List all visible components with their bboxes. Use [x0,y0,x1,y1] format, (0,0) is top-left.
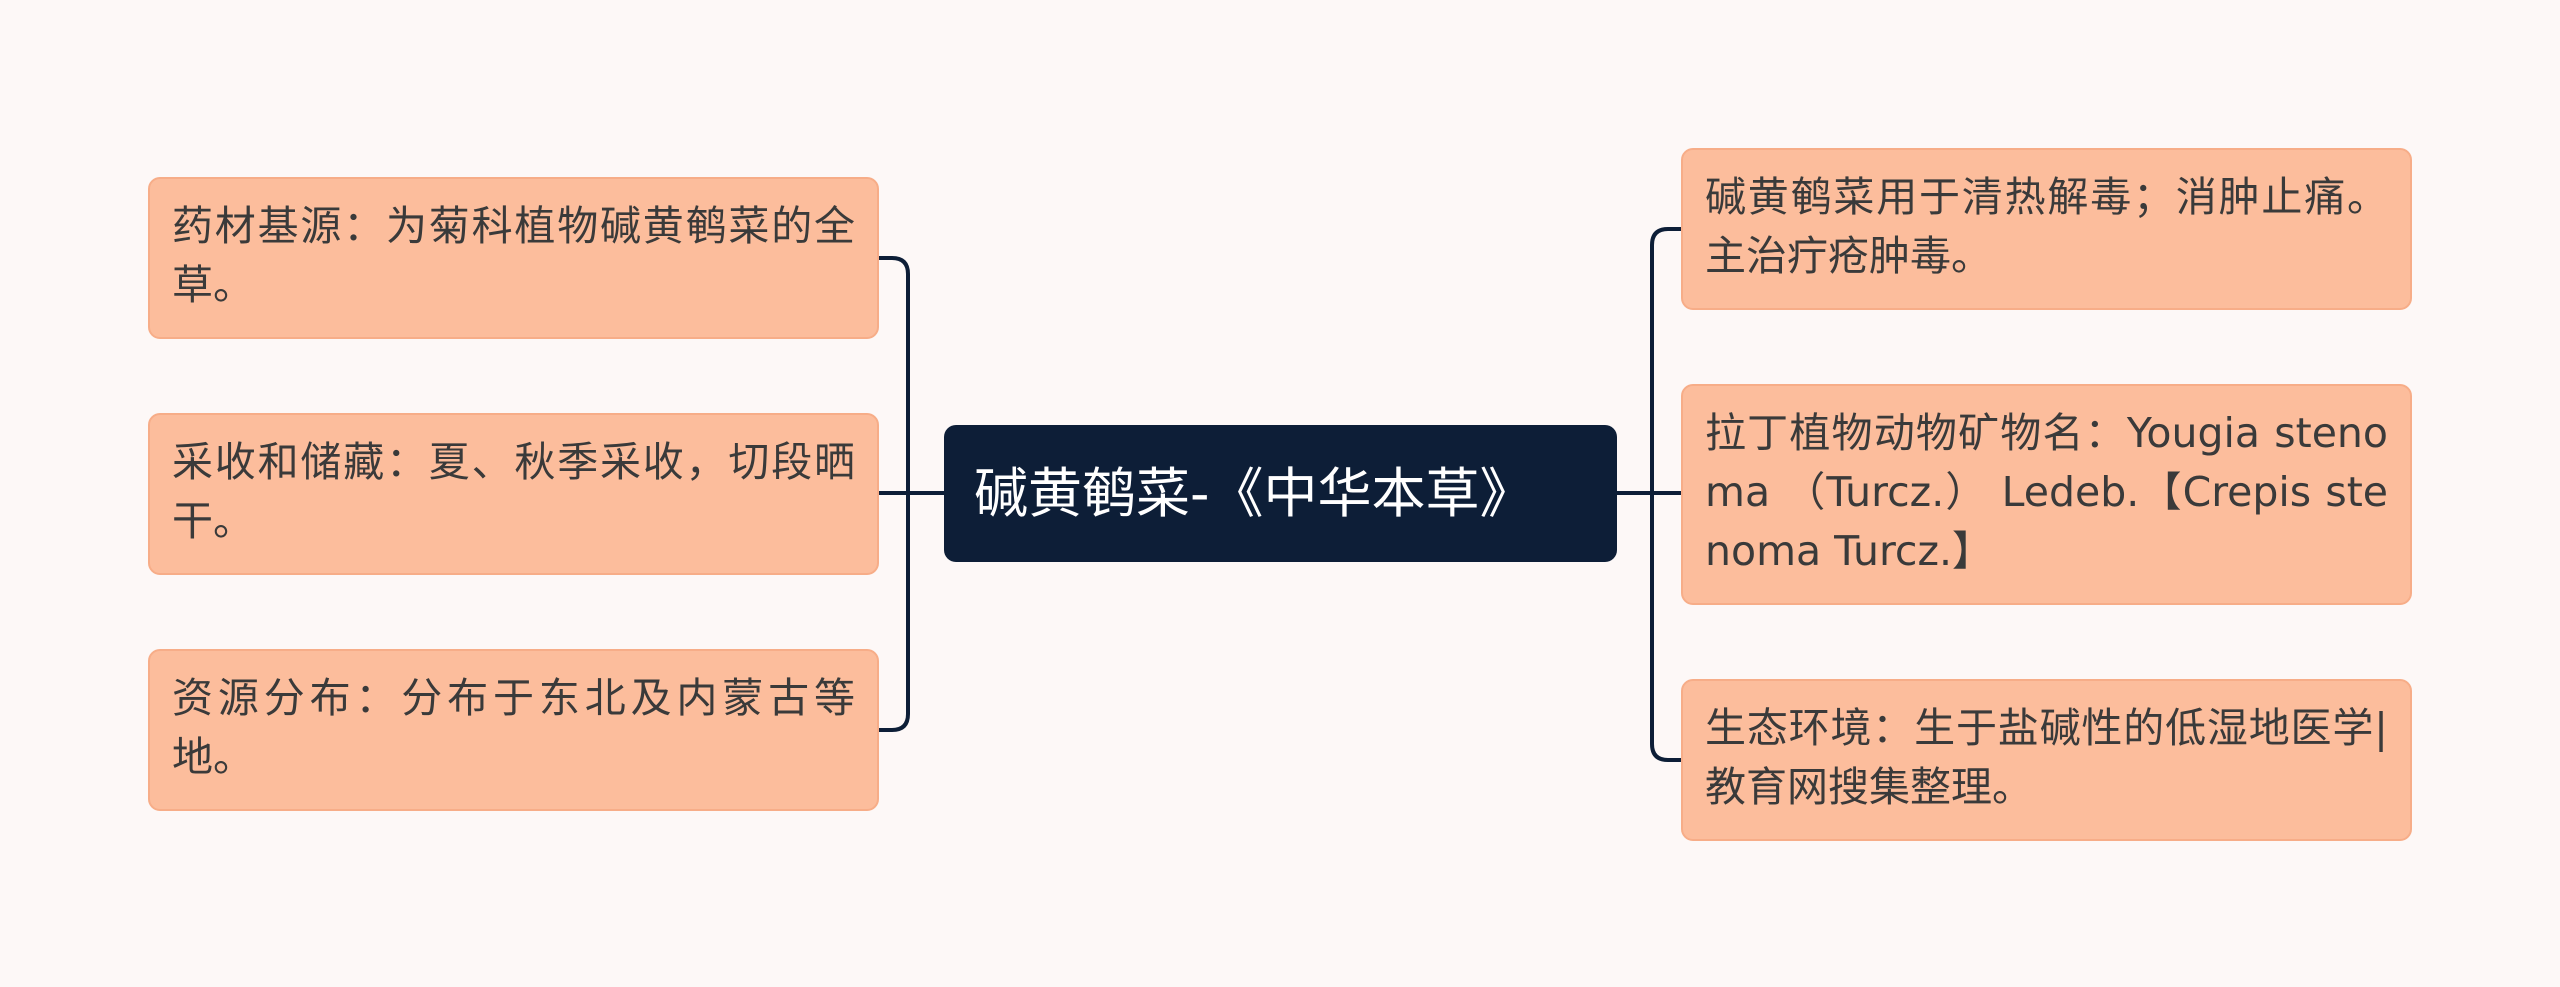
connector-left-bracket [877,256,910,732]
topic-node-habitat[interactable]: 生态环境：生于盐碱性的低湿地医学|教育网搜集整理。 [1681,679,2412,841]
topic-node-harvest-storage[interactable]: 采收和储藏：夏、秋季采收，切段晒干。 [148,413,879,575]
central-topic[interactable]: 碱黄鹌菜-《中华本草》 [944,425,1617,562]
topic-node-latin-name[interactable]: 拉丁植物动物矿物名：Yougia stenoma （Turcz.） Ledeb.… [1681,384,2412,605]
topic-node-usage[interactable]: 碱黄鹌菜用于清热解毒；消肿止痛。主治疔疮肿毒。 [1681,148,2412,310]
topic-node-distribution[interactable]: 资源分布：分布于东北及内蒙古等地。 [148,649,879,811]
topic-node-medicinal-source[interactable]: 药材基源：为菊科植物碱黄鹌菜的全草。 [148,177,879,339]
connector-right-bracket [1650,227,1683,762]
